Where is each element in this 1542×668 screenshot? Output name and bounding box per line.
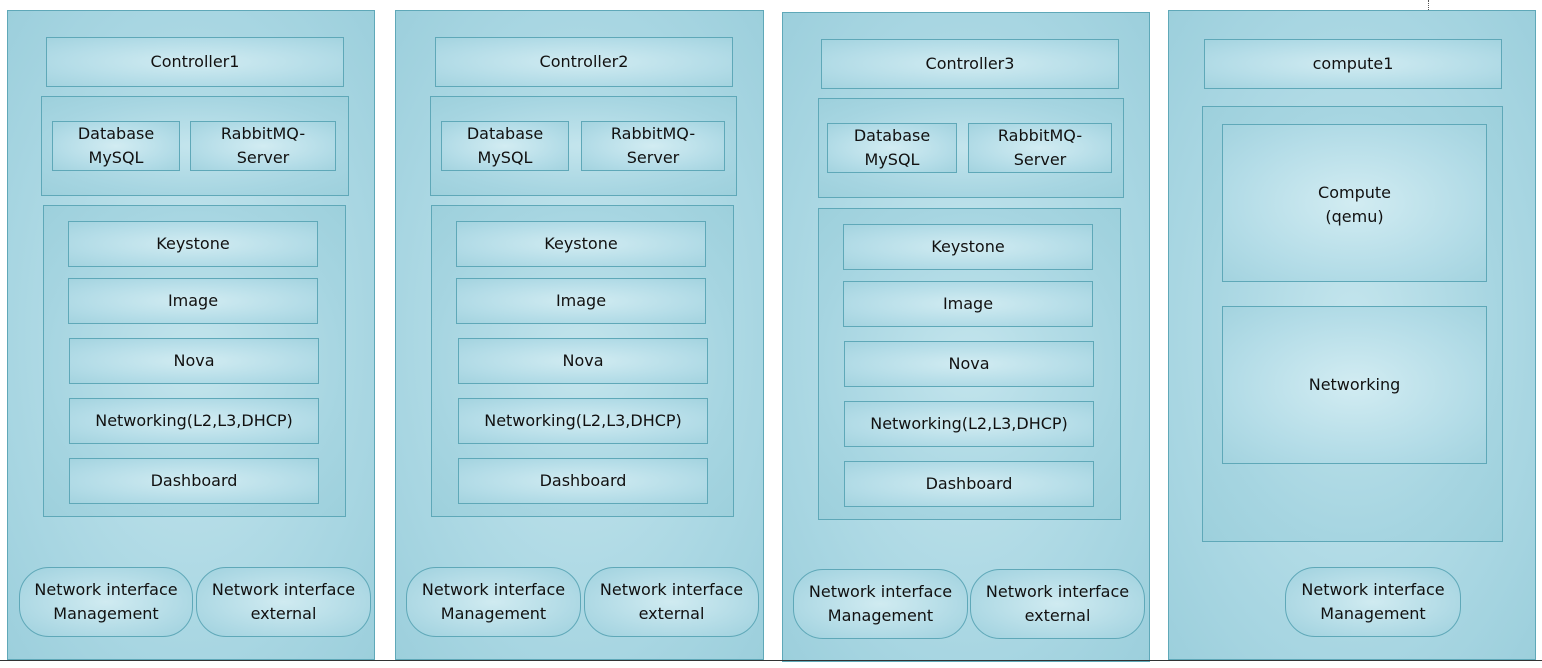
- service-keystone: Keystone: [68, 221, 318, 267]
- nic-management: Network interface Management: [793, 569, 968, 639]
- nic-external: Network interface external: [196, 567, 371, 637]
- rabbitmq-server: RabbitMQ- Server: [581, 121, 725, 171]
- controller-title: Controller1: [46, 37, 344, 87]
- controller-title: Controller3: [821, 39, 1119, 89]
- service-networking: Networking(L2,L3,DHCP): [458, 398, 708, 444]
- service-nova: Nova: [844, 341, 1094, 387]
- service-image: Image: [843, 281, 1093, 327]
- infra-services-group: Database MySQL RabbitMQ- Server: [41, 96, 349, 196]
- service-dashboard: Dashboard: [69, 458, 319, 504]
- openstack-services-group: Keystone Image Nova Networking(L2,L3,DHC…: [43, 205, 346, 517]
- compute-qemu: Compute (qemu): [1222, 124, 1487, 282]
- openstack-services-group: Keystone Image Nova Networking(L2,L3,DHC…: [431, 205, 734, 517]
- infra-services-group: Database MySQL RabbitMQ- Server: [430, 96, 737, 196]
- nic-external: Network interface external: [584, 567, 759, 637]
- compute-title: compute1: [1204, 39, 1502, 89]
- service-networking: Networking(L2,L3,DHCP): [844, 401, 1094, 447]
- infra-services-group: Database MySQL RabbitMQ- Server: [818, 98, 1124, 198]
- openstack-services-group: Keystone Image Nova Networking(L2,L3,DHC…: [818, 208, 1121, 520]
- rabbitmq-server: RabbitMQ- Server: [968, 123, 1112, 173]
- controller2-node: Controller2 Database MySQL RabbitMQ- Ser…: [395, 10, 764, 660]
- service-networking: Networking(L2,L3,DHCP): [69, 398, 319, 444]
- rabbitmq-server: RabbitMQ- Server: [190, 121, 336, 171]
- nic-management: Network interface Management: [1285, 567, 1461, 637]
- controller1-node: Controller1 Database MySQL RabbitMQ- Ser…: [7, 10, 375, 660]
- database-mysql: Database MySQL: [52, 121, 180, 171]
- service-keystone: Keystone: [843, 224, 1093, 270]
- nic-management: Network interface Management: [406, 567, 581, 637]
- service-keystone: Keystone: [456, 221, 706, 267]
- service-image: Image: [456, 278, 706, 324]
- bottom-line: [0, 660, 1542, 661]
- compute1-node: compute1 Compute (qemu) Networking Netwo…: [1168, 10, 1536, 660]
- compute-networking: Networking: [1222, 306, 1487, 464]
- database-mysql: Database MySQL: [827, 123, 957, 173]
- compute-services-group: Compute (qemu) Networking: [1202, 106, 1503, 542]
- nic-management: Network interface Management: [19, 567, 193, 637]
- top-tick-mark: [1428, 0, 1430, 10]
- nic-external: Network interface external: [970, 569, 1145, 639]
- service-nova: Nova: [458, 338, 708, 384]
- database-mysql: Database MySQL: [441, 121, 569, 171]
- controller3-node: Controller3 Database MySQL RabbitMQ- Ser…: [782, 12, 1150, 662]
- controller-title: Controller2: [435, 37, 733, 87]
- service-nova: Nova: [69, 338, 319, 384]
- service-dashboard: Dashboard: [844, 461, 1094, 507]
- service-image: Image: [68, 278, 318, 324]
- service-dashboard: Dashboard: [458, 458, 708, 504]
